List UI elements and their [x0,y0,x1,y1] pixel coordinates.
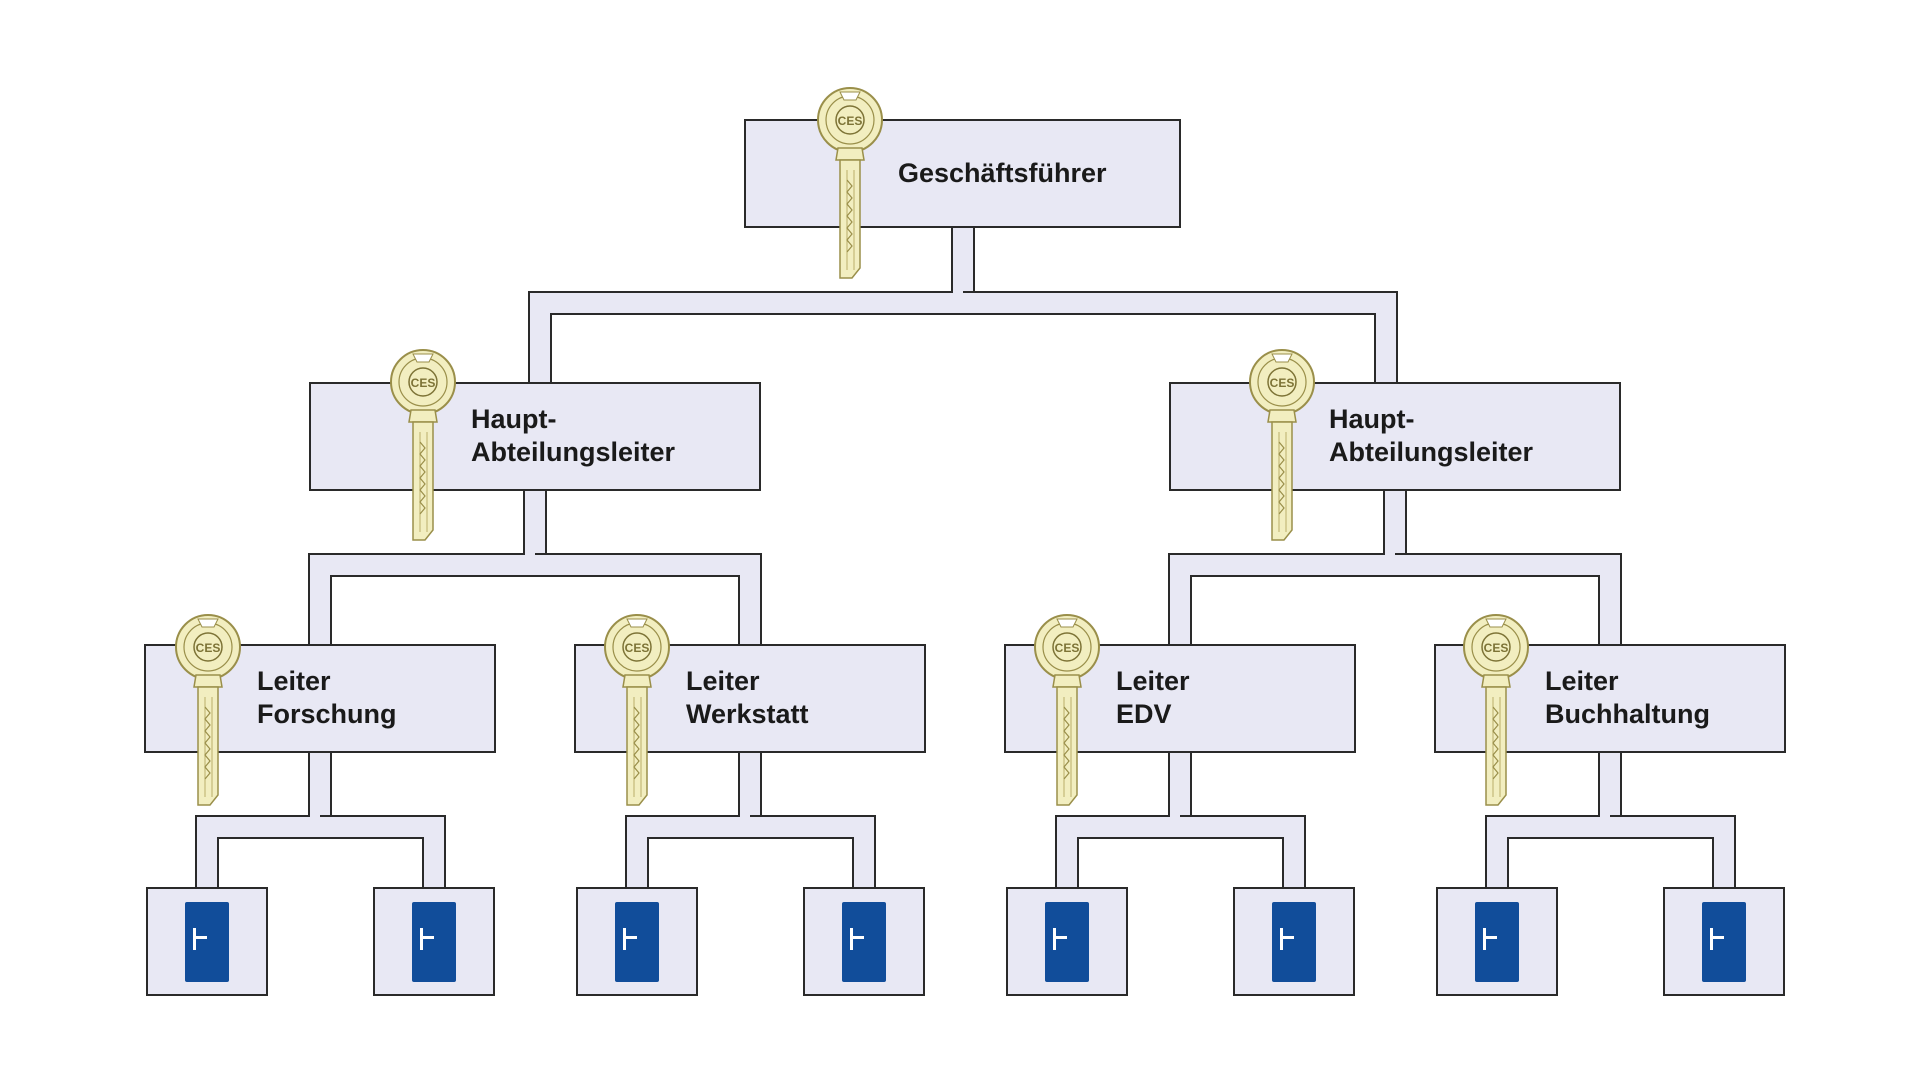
door-icon [1045,902,1089,982]
node-label-leader-2-line1: Leiter [686,666,760,696]
door-icon [842,902,886,982]
node-box-root [744,119,1181,228]
node-label-head-right-line1: Haupt- [1329,404,1414,434]
door-icon [1272,902,1316,982]
node-label-head-left-line1: Haupt- [471,404,556,434]
connector-pipe-fill [1170,489,1405,646]
door-icon [185,902,229,982]
door-icon [412,902,456,982]
connector-pipe-fill [310,489,545,646]
node-label-root: Geschäftsführer [898,158,1107,188]
connector-pipe-fill [1180,817,1304,890]
connector-pipe-fill [1057,751,1190,890]
node-box-head-right [1169,382,1621,491]
node-label-leader-3-line1: Leiter [1116,666,1190,696]
node-label-leader-4-line2: Buchhaltung [1545,699,1710,729]
door-boxes [146,887,1785,996]
node-label-leader-4-line1: Leiter [1545,666,1619,696]
node-label-head-left-line2: Abteilungsleiter [471,437,676,467]
node-label-leader-1-line2: Forschung [257,699,397,729]
node-label-leader-1-line1: Leiter [257,666,331,696]
node-box-head-left [309,382,761,491]
connector-pipe-fill [530,226,973,384]
connector-pipe-fill [1395,555,1620,646]
connector-pipe-fill [197,751,330,890]
node-label-head-right-line2: Abteilungsleiter [1329,437,1534,467]
connector-pipe-fill [750,817,874,890]
connector-pipe-fill [627,751,760,890]
connector-pipe-fill [535,555,760,646]
connector-pipe-outline [963,291,1398,384]
node-label-leader-2-line2: Werkstatt [686,699,809,729]
door-icon [1475,902,1519,982]
connector-pipe-fill [1487,751,1620,890]
door-icon [1702,902,1746,982]
connector-pipe-fill [320,817,444,890]
connector-pipes [195,226,1736,890]
connector-pipe-fill [963,293,1396,384]
door-icon [615,902,659,982]
connector-pipe-fill [1610,817,1734,890]
node-label-leader-3-line2: EDV [1116,699,1172,729]
